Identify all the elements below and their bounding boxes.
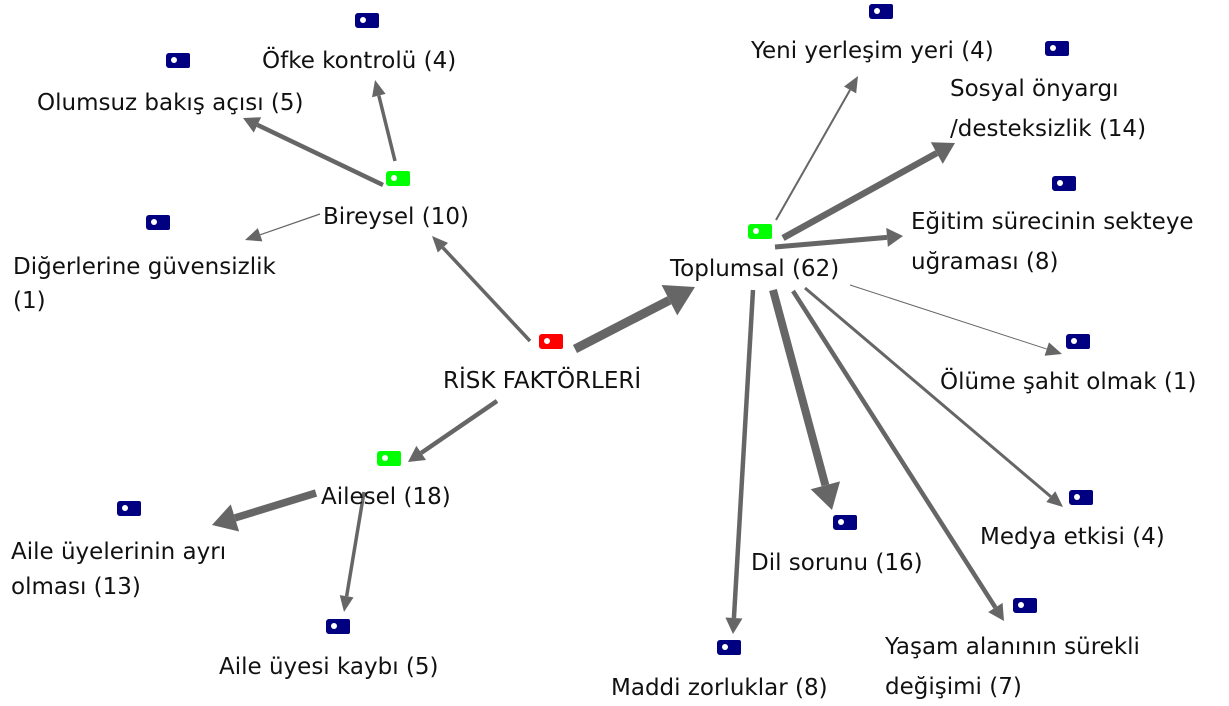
node-egitim-line1: Eğitim sürecinin sekteye	[911, 209, 1194, 235]
toplumsal-tag-icon	[748, 224, 772, 239]
edge-root-ailesel	[419, 399, 499, 455]
edge-ailesel-ayri	[233, 489, 318, 522]
edge-toplumsal-egitim-arrowhead	[886, 227, 903, 247]
edge-ailesel-ayri-arrowhead	[212, 504, 240, 532]
edge-bireysel-ofke-arrowhead	[372, 80, 386, 98]
node-risk-faktorleri: RİSK FAKTÖRLERİ	[443, 368, 642, 394]
edge-root-bireysel-arrowhead	[432, 236, 449, 253]
node-yeni-yerlesim: Yeni yerleşim yeri (4)	[751, 38, 994, 64]
bireysel-tag-icon	[386, 171, 410, 186]
node-guvensizlik-line2: (1)	[13, 288, 46, 314]
edge-toplumsal-dil-arrowhead	[810, 481, 841, 510]
yasam-tag-icon	[1013, 598, 1037, 613]
edge-bireysel-olumsuz-arrowhead	[243, 117, 262, 133]
edge-toplumsal-yerlesim	[775, 89, 851, 221]
kayip-tag-icon	[326, 619, 350, 634]
node-ailesel: Ailesel (18)	[321, 484, 451, 510]
edge-toplumsal-yerlesim-arrowhead	[843, 76, 858, 94]
node-guvensizlik-line1: Diğerlerine güvensizlik	[13, 254, 276, 280]
node-maddi-zorluklar: Maddi zorluklar (8)	[611, 675, 828, 701]
node-olumsuz-bakis: Olumsuz bakış açısı (5)	[37, 90, 304, 116]
edge-bireysel-guvensizlik	[259, 213, 321, 236]
edge-ailesel-kayip	[344, 491, 366, 597]
edge-toplumsal-maddi-arrowhead	[725, 617, 743, 634]
node-sosyal-line2: /desteksizlik (14)	[950, 116, 1147, 142]
node-dil-sorunu: Dil sorunu (16)	[751, 550, 923, 576]
edge-toplumsal-medya-arrowhead	[1046, 491, 1063, 507]
edge-toplumsal-maddi	[731, 289, 756, 619]
node-ayri-line2: olması (13)	[11, 574, 141, 600]
node-yasam-line2: değişimi (7)	[885, 674, 1022, 700]
edge-root-ailesel-arrowhead	[408, 445, 427, 462]
ayri-tag-icon	[117, 501, 141, 516]
root-tag-icon	[539, 334, 563, 349]
edge-toplumsal-sosyal-arrowhead	[930, 142, 955, 164]
ofke-tag-icon	[355, 13, 379, 28]
edge-toplumsal-egitim	[774, 234, 888, 250]
edge-ailesel-kayip-arrowhead	[339, 595, 354, 612]
edge-toplumsal-yasam	[791, 289, 998, 609]
edge-bireysel-ofke	[377, 95, 397, 162]
medya-tag-icon	[1069, 490, 1093, 505]
node-medya-etkisi: Medya etkisi (4)	[980, 524, 1165, 550]
node-bireysel: Bireysel (10)	[323, 204, 469, 230]
egitim-tag-icon	[1052, 176, 1076, 191]
yerlesim-tag-icon	[869, 4, 893, 19]
edge-toplumsal-medya	[804, 286, 1052, 498]
edge-root-toplumsal-arrowhead	[661, 285, 695, 316]
node-egitim-line2: uğraması (8)	[911, 249, 1059, 275]
guvensizlik-tag-icon	[146, 215, 170, 230]
node-aile-uyesi-kaybi: Aile üyesi kaybı (5)	[219, 654, 439, 680]
dil-tag-icon	[833, 515, 857, 530]
node-ofke-kontrolu: Öfke kontrolü (4)	[262, 48, 457, 74]
edge-toplumsal-olume	[849, 284, 1047, 350]
olume-tag-icon	[1066, 334, 1090, 349]
node-yasam-line1: Yaşam alanının sürekli	[885, 634, 1140, 660]
edge-root-bireysel	[441, 246, 532, 343]
edge-bireysel-guvensizlik-arrowhead	[245, 228, 263, 242]
sosyal-tag-icon	[1045, 41, 1069, 56]
node-toplumsal: Toplumsal (62)	[670, 256, 840, 282]
olumsuz-tag-icon	[166, 53, 190, 68]
edge-bireysel-olumsuz	[256, 122, 384, 188]
edge-root-toplumsal	[572, 296, 672, 353]
edge-toplumsal-olume-arrowhead	[1044, 342, 1062, 356]
node-ayri-line1: Aile üyelerinin ayrı	[11, 539, 227, 565]
edge-toplumsal-dil	[769, 288, 830, 487]
ailesel-tag-icon	[377, 451, 401, 466]
edge-toplumsal-sosyal	[781, 150, 939, 241]
maddi-tag-icon	[717, 640, 741, 655]
edge-toplumsal-yasam-arrowhead	[988, 602, 1004, 621]
node-sosyal-line1: Sosyal önyargı	[950, 76, 1119, 102]
node-olume-sahit: Ölüme şahit olmak (1)	[940, 369, 1197, 395]
